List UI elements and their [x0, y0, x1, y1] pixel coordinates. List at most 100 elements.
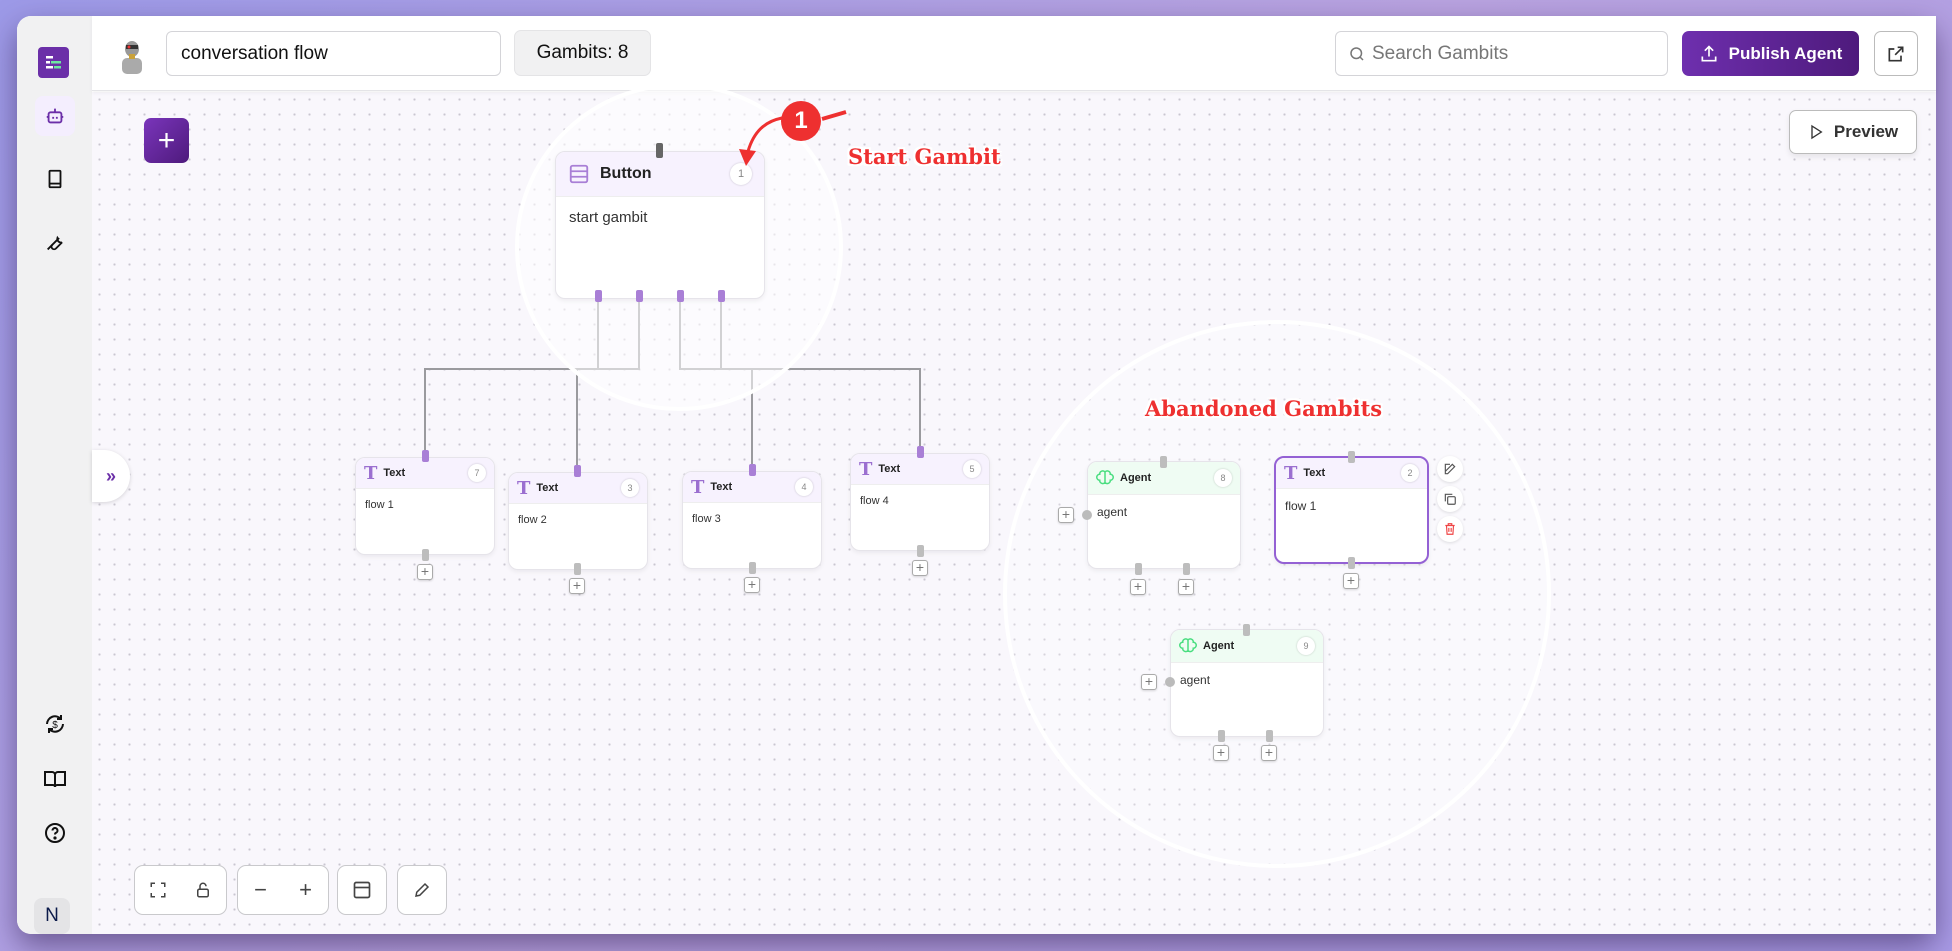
edit-icon	[1444, 463, 1456, 475]
sidebar-item-billing[interactable]: $	[35, 704, 75, 744]
node-number: 2	[1401, 464, 1419, 482]
add-child-button[interactable]: +	[912, 560, 928, 576]
node-number: 1	[730, 163, 752, 185]
sidebar-item-help[interactable]	[35, 813, 75, 853]
publish-label: Publish Agent	[1728, 43, 1843, 63]
layout-button[interactable]	[337, 865, 387, 915]
publish-agent-button[interactable]: Publish Agent	[1682, 31, 1859, 76]
draw-button[interactable]	[397, 865, 447, 915]
sidebar-item-agent[interactable]	[35, 96, 75, 136]
node-type: Text	[536, 482, 559, 494]
handle-out[interactable]	[1135, 563, 1142, 575]
handle-out[interactable]	[1218, 730, 1225, 742]
zoom-controls: − +	[237, 865, 329, 915]
sidebar-item-docs[interactable]	[35, 759, 75, 799]
help-icon	[45, 823, 65, 843]
node-number: 8	[1214, 469, 1232, 487]
handle-out[interactable]	[677, 290, 684, 302]
zoom-in-button[interactable]: +	[299, 877, 312, 902]
unlock-icon[interactable]	[194, 881, 212, 899]
add-gambit-button[interactable]: +	[144, 118, 189, 163]
edit-node-button[interactable]	[1437, 456, 1463, 482]
node-number: 9	[1297, 637, 1315, 655]
add-child-button[interactable]: +	[1130, 579, 1146, 595]
handle-in[interactable]	[1160, 456, 1167, 468]
handle-out[interactable]	[1183, 563, 1190, 575]
conversation-title-input[interactable]: conversation flow	[166, 31, 501, 76]
book-icon	[48, 169, 62, 189]
open-book-icon	[44, 771, 66, 788]
add-child-button[interactable]: +	[744, 577, 760, 593]
robot-icon	[46, 108, 64, 124]
node-type: Text	[1303, 467, 1326, 479]
agent-avatar	[114, 36, 150, 76]
node-number: 5	[963, 460, 981, 478]
fit-view-icon[interactable]	[149, 881, 167, 899]
svg-text:$: $	[52, 720, 58, 731]
handle-in[interactable]	[574, 465, 581, 477]
input-dot[interactable]	[1082, 510, 1092, 520]
handle-in[interactable]	[1348, 451, 1355, 463]
double-chevron-right-icon: »	[105, 465, 116, 486]
handle-out[interactable]	[749, 562, 756, 574]
text-type-icon: T	[364, 462, 378, 484]
abandoned-gambits-label: Abandoned Gambits	[1145, 396, 1383, 421]
user-avatar[interactable]: N	[34, 898, 70, 934]
add-child-button[interactable]: +	[1213, 745, 1229, 761]
add-child-button[interactable]: +	[1261, 745, 1277, 761]
node-content: flow 1	[1285, 499, 1317, 513]
zoom-out-button[interactable]: −	[254, 877, 267, 902]
duplicate-node-button[interactable]	[1437, 486, 1463, 512]
sidebar-item-knowledge[interactable]	[35, 159, 75, 199]
handle-out[interactable]	[595, 290, 602, 302]
annotation-badge: 1	[781, 101, 821, 141]
input-dot[interactable]	[1165, 677, 1175, 687]
handle-top[interactable]	[656, 143, 663, 158]
text-type-icon: T	[859, 458, 873, 480]
panel-icon	[353, 881, 371, 899]
handle-in[interactable]	[422, 450, 429, 462]
node-content: agent	[1180, 673, 1211, 687]
handle-out[interactable]	[718, 290, 725, 302]
handle-out[interactable]	[636, 290, 643, 302]
text-type-icon: T	[517, 477, 531, 499]
handle-out[interactable]	[422, 549, 429, 561]
handle-in[interactable]	[749, 464, 756, 476]
app-logo-icon[interactable]	[38, 47, 69, 78]
pencil-icon	[415, 882, 430, 897]
delete-node-button[interactable]	[1437, 516, 1463, 542]
node-type: Agent	[1120, 472, 1152, 484]
node-type: Text	[878, 463, 901, 475]
add-child-button[interactable]: +	[569, 578, 585, 594]
start-gambit-label: Start Gambit	[848, 144, 1001, 169]
handle-out[interactable]	[1348, 557, 1355, 569]
open-external-button[interactable]	[1874, 31, 1918, 76]
add-child-button[interactable]: +	[1178, 579, 1194, 595]
wrench-icon	[47, 235, 63, 251]
add-parent-button[interactable]: +	[1141, 674, 1157, 690]
search-gambits-input[interactable]: Search Gambits	[1335, 31, 1668, 76]
gambit-node-start[interactable]: Button 1 start gambit	[555, 151, 765, 299]
add-child-button[interactable]: +	[1343, 573, 1359, 589]
handle-out[interactable]	[1266, 730, 1273, 742]
node-content: start gambit	[569, 209, 648, 226]
node-number: 3	[621, 479, 639, 497]
dollar-refresh-icon: $	[46, 715, 64, 733]
handle-in[interactable]	[917, 446, 924, 458]
add-parent-button[interactable]: +	[1058, 507, 1074, 523]
handle-in[interactable]	[1243, 624, 1250, 636]
add-child-button[interactable]: +	[417, 564, 433, 580]
preview-button[interactable]: Preview	[1789, 110, 1917, 154]
external-link-icon	[1888, 46, 1904, 61]
handle-out[interactable]	[917, 545, 924, 557]
sidebar-item-tools[interactable]	[35, 223, 75, 263]
button-list-icon	[569, 164, 589, 184]
handle-out[interactable]	[574, 563, 581, 575]
